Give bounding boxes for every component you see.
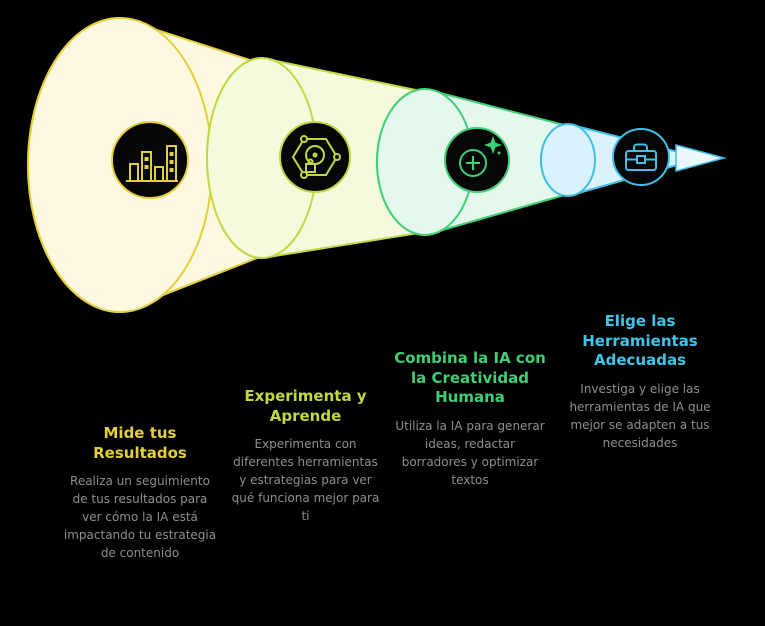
stage-text-4: Elige las Herramientas Adecuadas Investi… bbox=[563, 312, 717, 452]
stage-title-3: Combina la IA con la Creatividad Humana bbox=[394, 349, 546, 406]
bar-chart-icon bbox=[111, 121, 189, 199]
funnel-stage-4-ellipse bbox=[540, 123, 596, 197]
stage-title-1: Mide tus Resultados bbox=[93, 424, 187, 462]
stage-text-2: Experimenta y Aprende Experimenta con di… bbox=[228, 387, 383, 525]
stage-text-3: Combina la IA con la Creatividad Humana … bbox=[394, 349, 546, 489]
briefcase-icon bbox=[612, 128, 670, 186]
stage-title-4: Elige las Herramientas Adecuadas bbox=[582, 312, 698, 369]
stage-description-1: Realiza un seguimiento de tus resultados… bbox=[63, 474, 217, 560]
stage-title-2: Experimenta y Aprende bbox=[244, 387, 367, 425]
stage-description-4: Investiga y elige las herramientas de IA… bbox=[569, 381, 711, 450]
stage-description-2: Experimenta con diferentes herramientas … bbox=[231, 437, 380, 523]
stage-text-1: Mide tus Resultados Realiza un seguimien… bbox=[62, 424, 218, 562]
plus-sparkle-icon bbox=[444, 127, 510, 193]
funnel-svg bbox=[27, 16, 727, 314]
stage-description-3: Utiliza la IA para generar ideas, redact… bbox=[395, 418, 545, 487]
hexagon-network-icon bbox=[279, 121, 351, 193]
funnel-arrow-tip bbox=[675, 144, 727, 172]
